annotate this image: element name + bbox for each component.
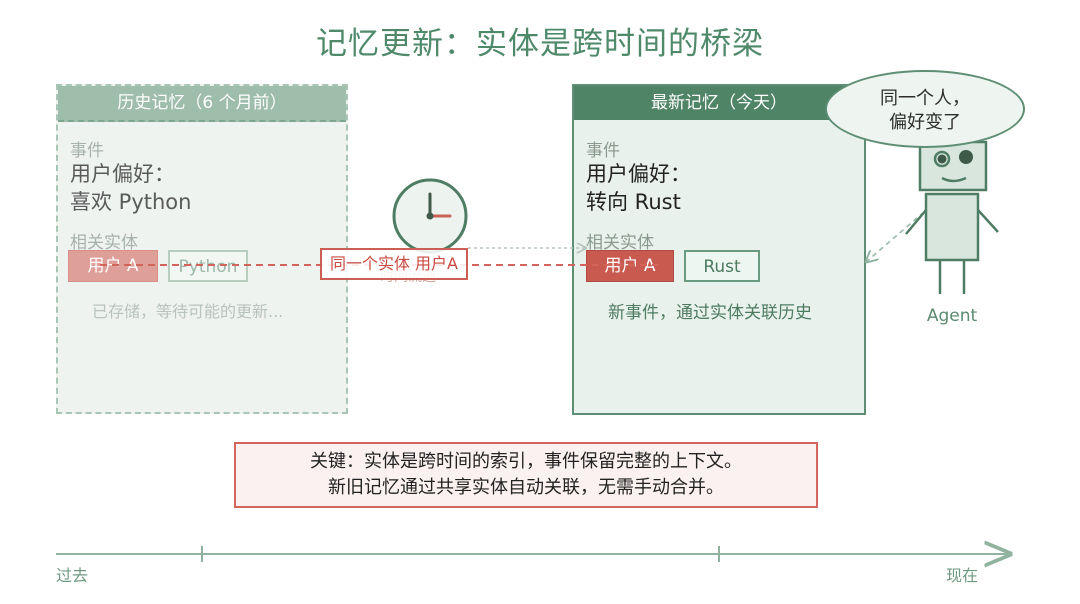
old-status-text: 已存储，等待可能的更新... bbox=[92, 302, 284, 321]
agent-robot-icon bbox=[905, 140, 999, 294]
new-entities-label: 相关实体 bbox=[586, 233, 654, 253]
key-note-line2: 新旧记忆通过共享实体自动关联，无需手动合并。 bbox=[328, 477, 724, 498]
agent-speech-text: 同一个人， 偏好变了 bbox=[825, 87, 1025, 135]
old-memory-header: 历史记忆（6 个月前） bbox=[58, 86, 346, 122]
page-title: 记忆更新：实体是跨时间的桥梁 bbox=[316, 26, 764, 62]
agent-speech-line1: 同一个人， bbox=[880, 88, 970, 109]
old-event-line1: 用户偏好： bbox=[70, 162, 175, 186]
timeline-past-label: 过去 bbox=[56, 566, 89, 585]
agent-speech-bubble bbox=[825, 70, 1025, 148]
agent-observe-arrow bbox=[866, 211, 925, 262]
new-event-line1: 用户偏好： bbox=[586, 162, 691, 186]
clock-icon bbox=[392, 178, 468, 254]
new-status-text: 新事件，通过实体关联历史 bbox=[608, 303, 812, 323]
shared-entity-label: 同一个实体 用户A bbox=[320, 248, 468, 280]
old-event-label: 事件 bbox=[70, 141, 104, 161]
timeline-now-label: 现在 bbox=[946, 566, 979, 585]
old-entities-label: 相关实体 bbox=[70, 233, 138, 253]
new-event-label: 事件 bbox=[586, 141, 620, 161]
timeline-axis bbox=[56, 546, 1010, 562]
key-note-line1: 关键：实体是跨时间的索引，事件保留完整的上下文。 bbox=[310, 451, 742, 472]
new-entity-topic-chip: Rust bbox=[684, 250, 760, 282]
key-note-box: 关键：实体是跨时间的索引，事件保留完整的上下文。 新旧记忆通过共享实体自动关联，… bbox=[234, 442, 818, 508]
agent-speech-line2: 偏好变了 bbox=[889, 112, 961, 133]
old-memory-panel: 历史记忆（6 个月前） 事件 用户偏好： 喜欢 Python 相关实体 用户 A… bbox=[56, 84, 348, 414]
new-event-line2: 转向 Rust bbox=[586, 190, 681, 214]
old-event-line2: 喜欢 Python bbox=[70, 190, 192, 214]
agent-label: Agent bbox=[926, 306, 978, 326]
new-memory-header: 最新记忆（今天） bbox=[574, 86, 864, 120]
new-memory-panel: 最新记忆（今天） 事件 用户偏好： 转向 Rust 相关实体 用户 A Rust… bbox=[572, 84, 866, 415]
